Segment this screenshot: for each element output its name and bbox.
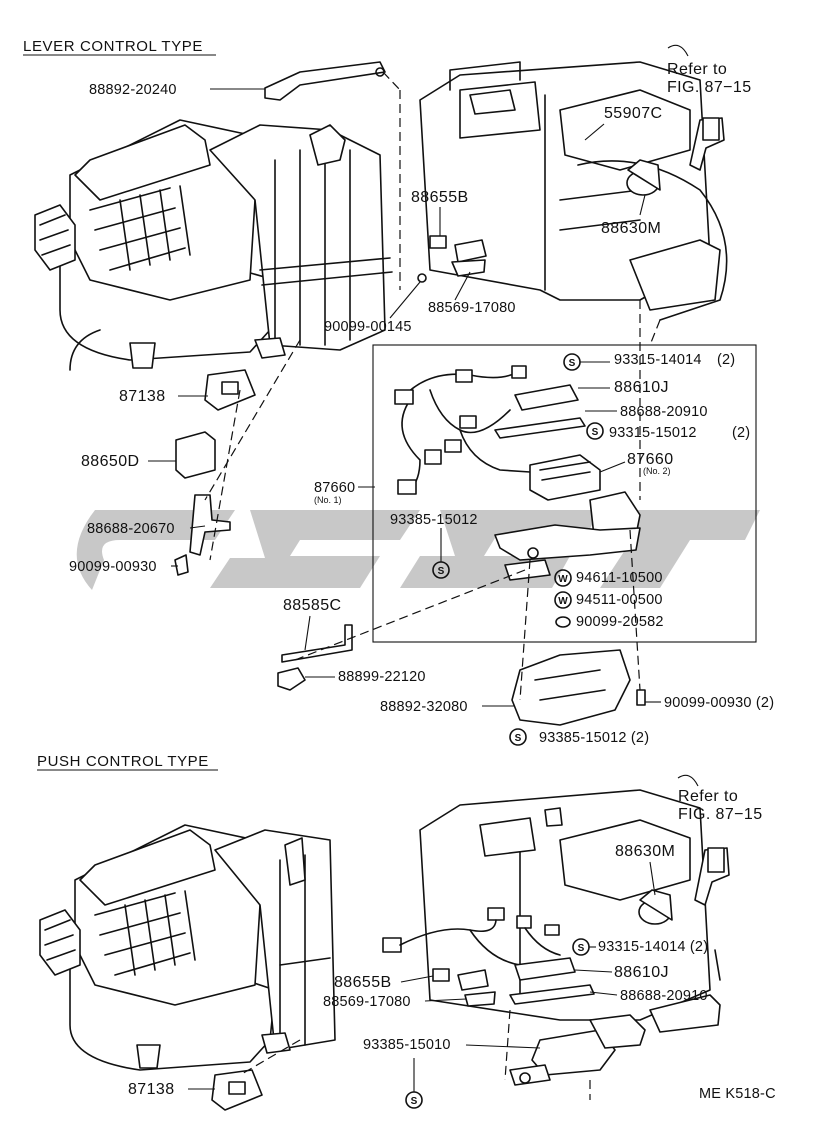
washer-symbol-label: W	[558, 574, 568, 585]
section-title-push: PUSH CONTROL TYPE	[37, 753, 209, 770]
label-88655b-push: 88655B	[334, 974, 392, 991]
rod-88585c	[281, 624, 353, 663]
label-88899-22120: 88899-22120	[338, 669, 426, 685]
label-fig-ref: FIG. 87−15	[678, 806, 763, 823]
wire-harness-push	[382, 907, 646, 1086]
bracket-88688-20670	[189, 494, 231, 556]
label-87138-push: 87138	[128, 1081, 175, 1098]
part-88650d	[175, 431, 216, 479]
clip-88899-22120	[277, 667, 306, 691]
drawing-code: ME K518-C	[699, 1086, 776, 1102]
labels-push: Refer to FIG. 87−15 88630M 93315-14014 (…	[128, 788, 776, 1102]
label-90099-00930: 90099-00930	[69, 559, 157, 575]
label-94511-00500: 94511-00500	[576, 592, 663, 608]
screw-symbol-label: S	[569, 358, 576, 369]
label-90099-20582: 90099-20582	[576, 614, 664, 630]
washer-symbol-w	[554, 569, 572, 587]
label-87660-no1-sub: (No. 1)	[314, 495, 342, 505]
label-88655b: 88655B	[411, 189, 469, 206]
label-93315-14014: 93315-14014	[614, 352, 702, 368]
assembly-dash-lines	[204, 90, 661, 701]
label-87660-no2: 87660	[627, 451, 674, 468]
bracket-88892-32080: S	[509, 649, 646, 746]
label-88610j: 88610J	[614, 379, 669, 396]
label-88569-17080: 88569-17080	[428, 300, 516, 316]
label-94611-10500: 94611-10500	[576, 570, 663, 586]
wire-harness-lever	[394, 365, 586, 495]
washer-symbol-label: W	[558, 596, 568, 607]
screw-symbol-s	[586, 422, 604, 440]
label-88688-20910-push: 88688-20910	[620, 988, 708, 1004]
label-88630m: 88630M	[601, 220, 661, 237]
label-90099-00930-2: 90099-00930 (2)	[664, 695, 774, 711]
label-88688-20910: 88688-20910	[620, 404, 708, 420]
screw-symbol-s	[509, 728, 527, 746]
label-refer-to: Refer to	[678, 788, 738, 805]
part-87138-push	[211, 1069, 263, 1111]
label-fig-ref: FIG. 87−15	[667, 79, 752, 96]
labels-lever: 88892-20240 Refer to FIG. 87−15 55907C 8…	[69, 61, 774, 746]
bracket-88892-20240	[264, 61, 401, 101]
washer-symbol-w	[554, 591, 572, 609]
label-90099-00145: 90099-00145	[324, 319, 412, 335]
control-assembly-box	[372, 344, 757, 643]
label-refer-to: Refer to	[667, 61, 727, 78]
washer-symbols: S S S W W	[432, 353, 604, 628]
label-87660-no1: 87660	[314, 480, 355, 496]
blower-unit-lever	[419, 44, 728, 321]
connector-88655b	[417, 235, 487, 283]
label-88892-32080: 88892-32080	[380, 699, 468, 715]
label-88892-20240: 88892-20240	[89, 82, 177, 98]
label-93385-15012-2: 93385-15012 (2)	[539, 730, 649, 746]
label-88630m-push: 88630M	[615, 843, 675, 860]
label-93385-15010: 93385-15010	[363, 1037, 451, 1053]
label-93385-15012: 93385-15012	[390, 512, 478, 528]
screw-90099-00930	[174, 554, 189, 576]
nut-icon	[555, 616, 571, 628]
label-93315-14014-push: 93315-14014 (2)	[598, 939, 708, 955]
label-88610j-push: 88610J	[614, 964, 669, 981]
heater-unit-push	[39, 824, 336, 1071]
heater-unit-lever	[34, 119, 393, 371]
assembly-dash-lines-push	[239, 1009, 591, 1100]
label-88650d: 88650D	[81, 453, 139, 470]
small-parts-left	[174, 369, 353, 691]
label-88585c: 88585C	[283, 597, 341, 614]
label-88569-17080-push: 88569-17080	[323, 994, 411, 1010]
screw-symbol-label: S	[515, 733, 522, 744]
section-title-lever: LEVER CONTROL TYPE	[23, 38, 203, 55]
part-87138	[204, 369, 256, 411]
label-93315-15012-qty: (2)	[732, 425, 750, 441]
label-93315-15012: 93315-15012	[609, 425, 697, 441]
blower-unit-push	[419, 774, 730, 1033]
bracket-87660-no1	[494, 524, 641, 581]
label-87660-no2-sub: (No. 2)	[643, 466, 671, 476]
screw-symbol-label: S	[438, 566, 445, 577]
label-93315-14014-qty: (2)	[717, 352, 735, 368]
screw-symbol-label: S	[578, 943, 585, 954]
label-87138: 87138	[119, 388, 166, 405]
screw-symbol-label: S	[592, 427, 599, 438]
screw-symbol-label: S	[411, 1096, 418, 1107]
label-55907c: 55907C	[604, 105, 662, 122]
label-88688-20670: 88688-20670	[87, 521, 175, 537]
